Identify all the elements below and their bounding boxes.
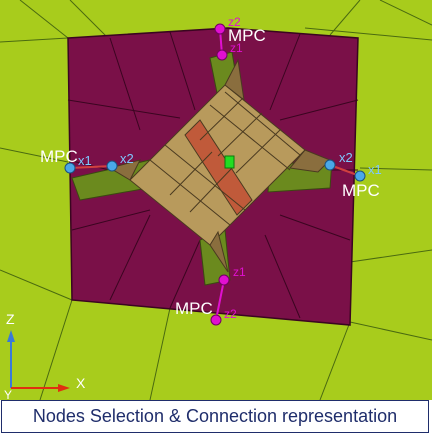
axis-triad: Z X Y — [4, 311, 86, 400]
mpc-label-top: MPC — [228, 26, 266, 45]
node-label-bottom-z2: z2 — [224, 307, 237, 321]
fe-model-viewport[interactable]: z2 z1 MPC MPC x1 x2 x2 x1 MPC z1 — [0, 0, 432, 400]
axis-z-label: Z — [6, 311, 15, 327]
center-node[interactable] — [224, 155, 235, 169]
node-bottom-z2[interactable] — [210, 314, 222, 326]
mpc-connection-bottom: z1 z2 MPC — [175, 265, 246, 326]
mpc-connection-right: x2 x1 MPC — [324, 150, 382, 200]
node-top-z1[interactable] — [216, 49, 228, 61]
axis-x-arrow-icon — [58, 384, 70, 392]
axis-z-arrow-icon — [7, 330, 15, 342]
node-label-left-x1: x1 — [78, 153, 92, 168]
caption-text: Nodes Selection & Connection representat… — [32, 406, 398, 426]
node-right-x2[interactable] — [324, 159, 336, 171]
node-label-left-x2: x2 — [120, 151, 134, 166]
mpc-label-left: MPC — [40, 147, 78, 166]
mpc-connection-top: z2 z1 MPC — [214, 15, 266, 61]
node-label-right-x2: x2 — [339, 150, 353, 165]
mpc-label-bottom: MPC — [175, 299, 213, 318]
node-bottom-z1[interactable] — [218, 274, 230, 286]
mpc-link-bottom — [215, 279, 225, 321]
node-label-top-z1: z1 — [230, 41, 243, 55]
mpc-connection-left: MPC x1 x2 — [40, 147, 134, 174]
node-left-x1[interactable] — [64, 162, 76, 174]
stiffener — [108, 58, 331, 273]
node-label-right-x1: x1 — [368, 162, 382, 177]
node-left-x2[interactable] — [106, 160, 118, 172]
node-right-x1[interactable] — [354, 170, 366, 182]
background-mesh — [0, 0, 432, 400]
axis-y-label: Y — [4, 388, 12, 400]
caption-bar: Nodes Selection & Connection representat… — [1, 400, 429, 433]
mpc-link-left — [69, 165, 113, 169]
node-top-z2[interactable] — [214, 23, 226, 35]
node-label-bottom-z1: z1 — [233, 265, 246, 279]
mpc-label-right: MPC — [342, 181, 380, 200]
node-label-top-z2: z2 — [228, 15, 241, 29]
axis-x-label: X — [76, 375, 86, 391]
